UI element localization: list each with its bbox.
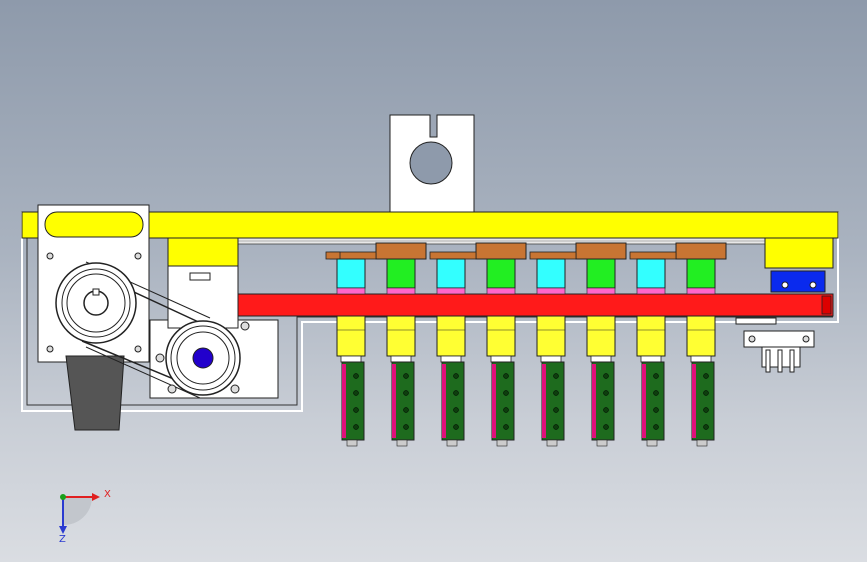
mount-block (575, 242, 627, 260)
right-gripper (743, 330, 815, 373)
mount-block (675, 242, 727, 260)
top-mount-bracket (389, 114, 475, 213)
nozzle-head (636, 258, 666, 447)
z-axis-label: Z (59, 534, 66, 545)
nozzle-heads (336, 258, 716, 447)
motor-body (65, 355, 125, 431)
nozzle-head (486, 258, 516, 447)
nozzle-head (336, 258, 366, 447)
mount-block (375, 242, 427, 260)
mount-block (475, 242, 527, 260)
red-rail (237, 293, 834, 317)
brown-blocks (325, 242, 727, 260)
nozzle-head (436, 258, 466, 447)
y-axis-dot (60, 494, 66, 500)
nozzle-head (386, 258, 416, 447)
nozzle-head (686, 258, 716, 447)
x-axis-label: X (104, 489, 111, 500)
driven-pulley (155, 320, 250, 396)
drive-pulley (55, 262, 137, 344)
frame-outline (21, 212, 839, 412)
nozzle-head (536, 258, 566, 447)
nozzle-head (586, 258, 616, 447)
right-end-block (735, 237, 834, 325)
main-beam (21, 211, 839, 239)
coordinate-triad: X Z (59, 489, 111, 545)
